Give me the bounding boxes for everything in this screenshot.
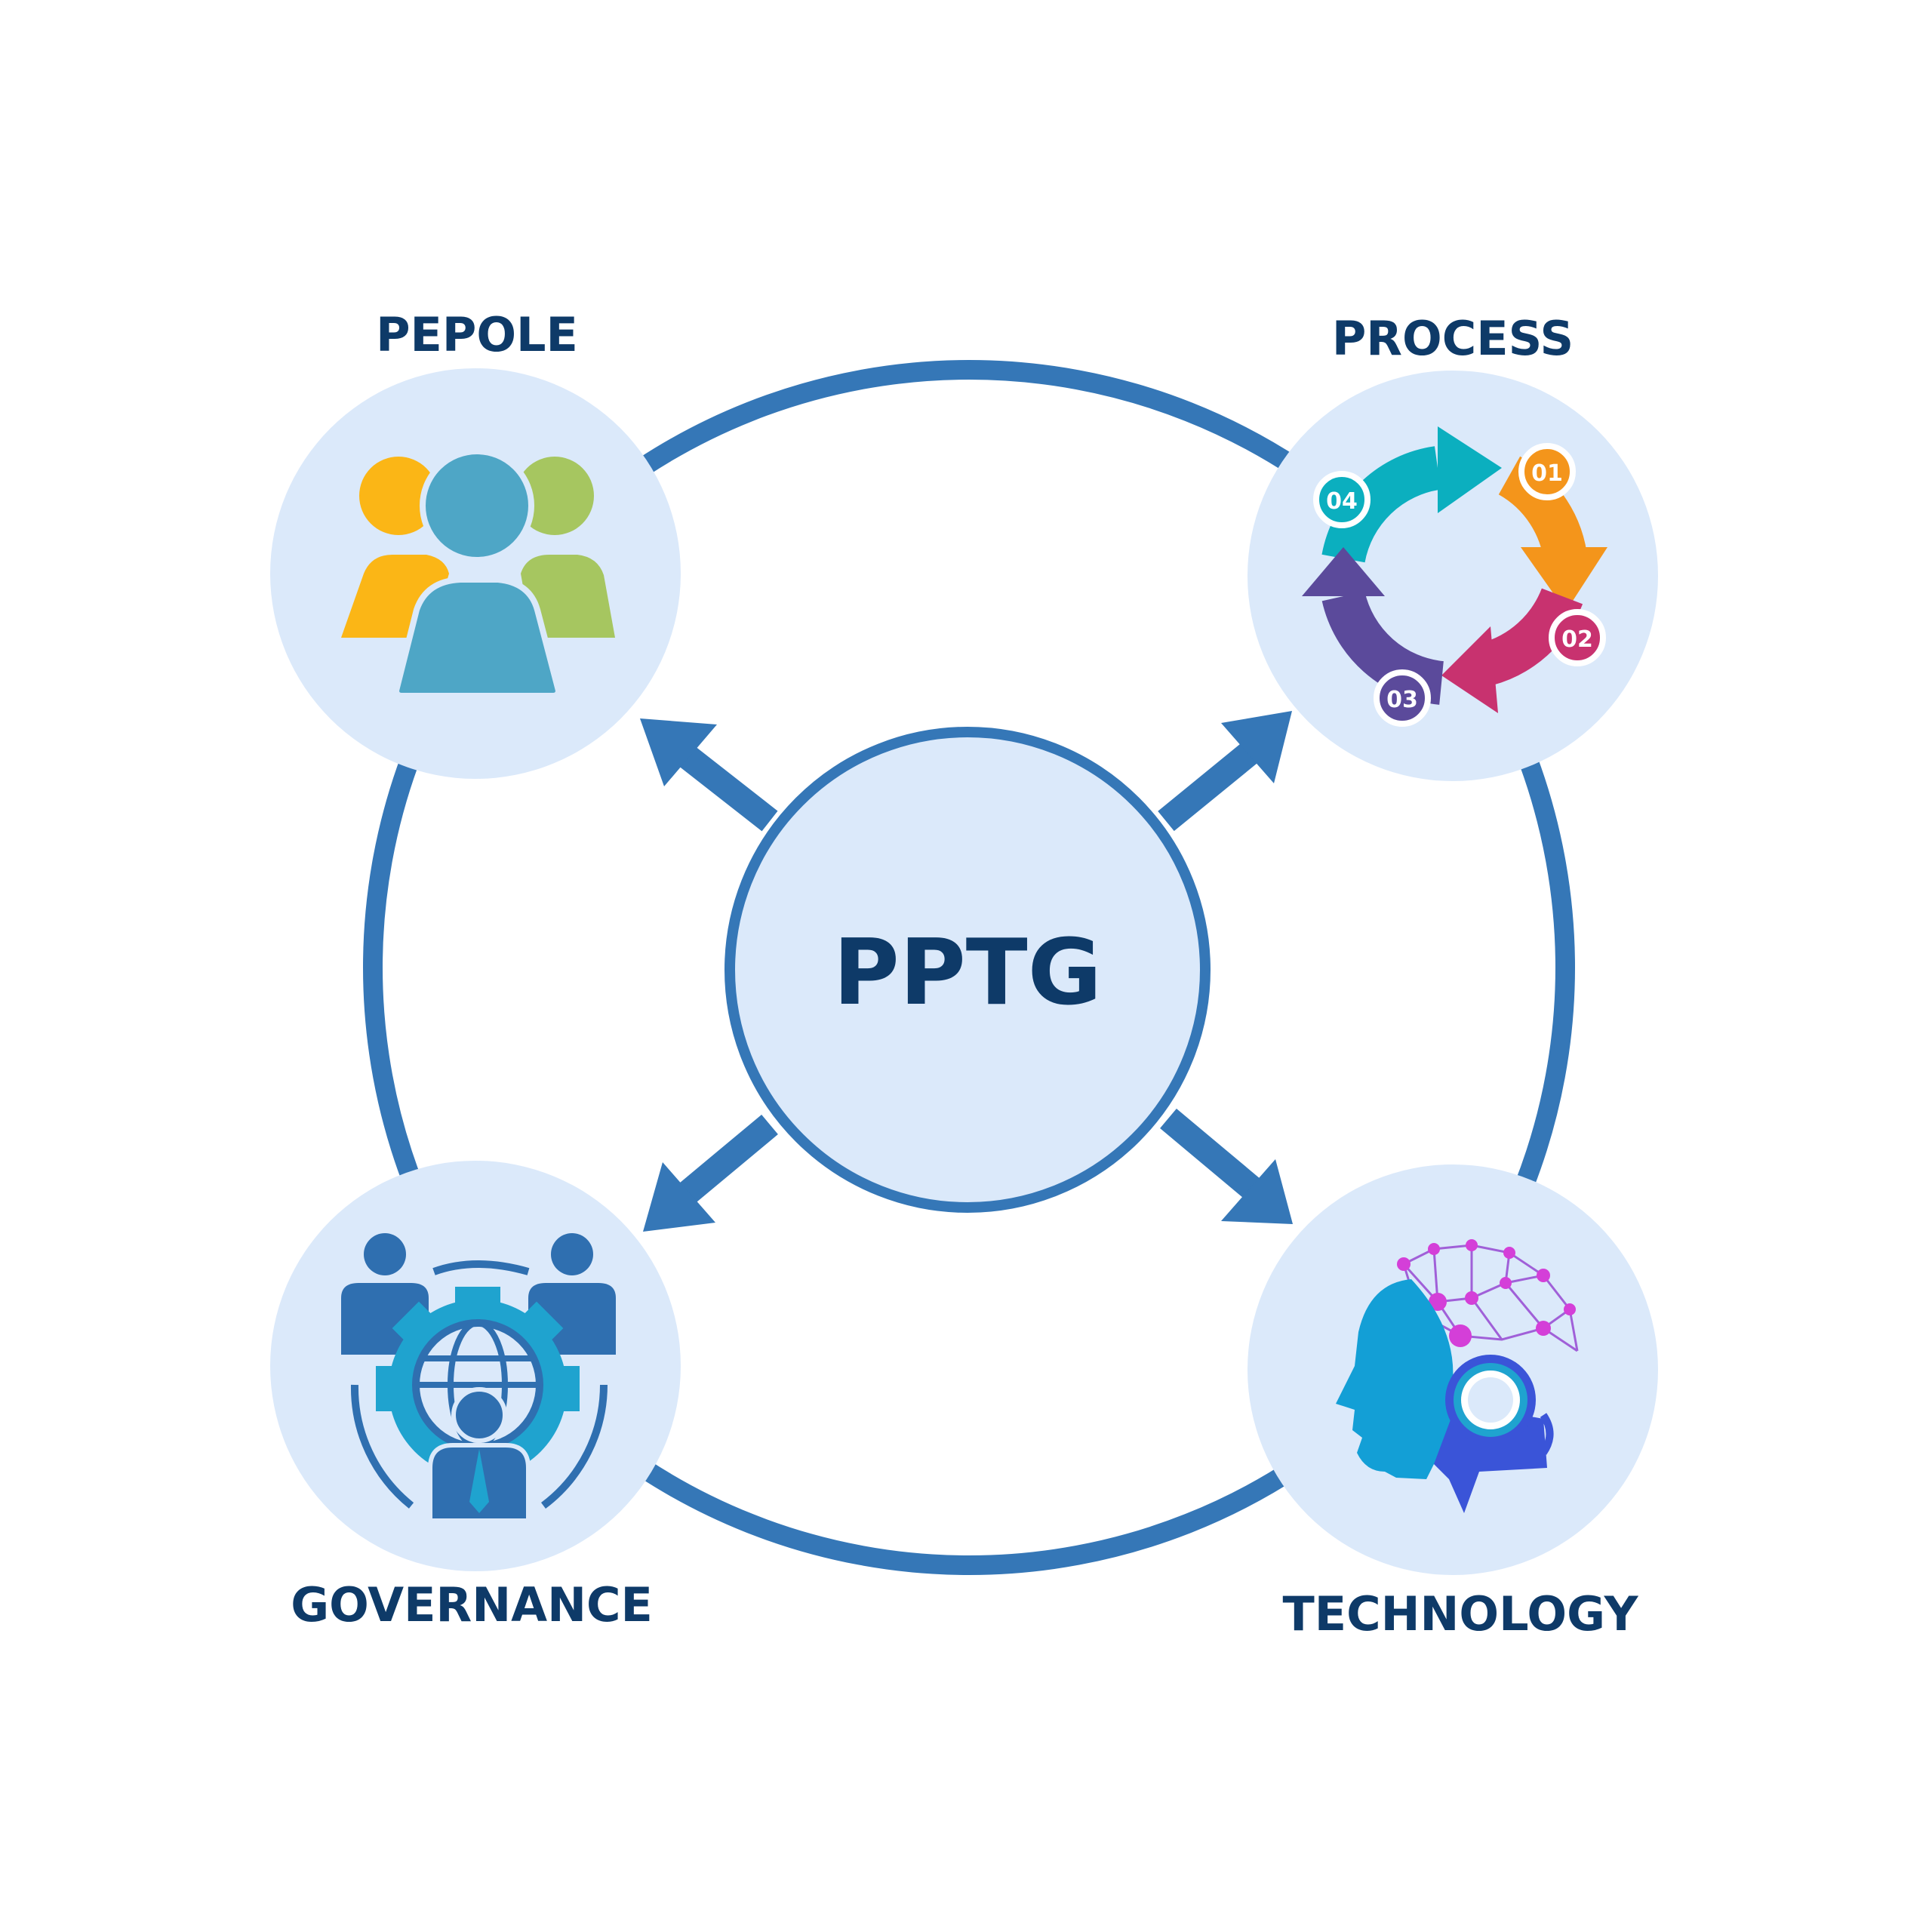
process-label: PROCESS xyxy=(1332,311,1574,366)
outer-ring xyxy=(363,360,1575,1575)
svg-text:03: 03 xyxy=(1386,687,1418,713)
node-governance[interactable]: GOVERNANCE xyxy=(270,1161,681,1632)
step-badge-04 xyxy=(1313,471,1371,528)
arrow-to-process xyxy=(1158,711,1292,832)
governance-label: GOVERNANCE xyxy=(291,1577,653,1632)
people-group-icon xyxy=(341,448,615,699)
svg-text:04: 04 xyxy=(1326,488,1358,515)
step-badge-02 xyxy=(1549,609,1606,666)
step-badge-03 xyxy=(1374,669,1431,727)
people-circle xyxy=(270,368,681,779)
arrow-to-technology xyxy=(1160,1108,1293,1224)
arrow-to-people xyxy=(640,718,778,832)
node-people[interactable]: PEPOLE xyxy=(270,307,681,779)
center-label: PPTG xyxy=(833,921,1102,1026)
center-circle xyxy=(724,727,1211,1213)
step-badge-01 xyxy=(1518,443,1576,500)
people-label: PEPOLE xyxy=(376,307,578,362)
svg-text:02: 02 xyxy=(1561,626,1593,653)
process-step-badges: 01 02 03 04 xyxy=(1313,443,1606,727)
technology-label: TECHNOLOGY xyxy=(1282,1586,1638,1641)
process-cycle-icon xyxy=(1302,426,1607,713)
process-circle xyxy=(1247,371,1658,781)
ai-head-network-icon xyxy=(1336,1239,1579,1513)
node-process[interactable]: 01 02 03 04 PROCESS xyxy=(1247,311,1658,781)
arrow-to-governance xyxy=(643,1114,778,1232)
svg-text:01: 01 xyxy=(1531,460,1563,487)
node-technology[interactable]: TECHNOLOGY xyxy=(1247,1164,1658,1641)
governance-gear-globe-icon xyxy=(341,1233,616,1523)
